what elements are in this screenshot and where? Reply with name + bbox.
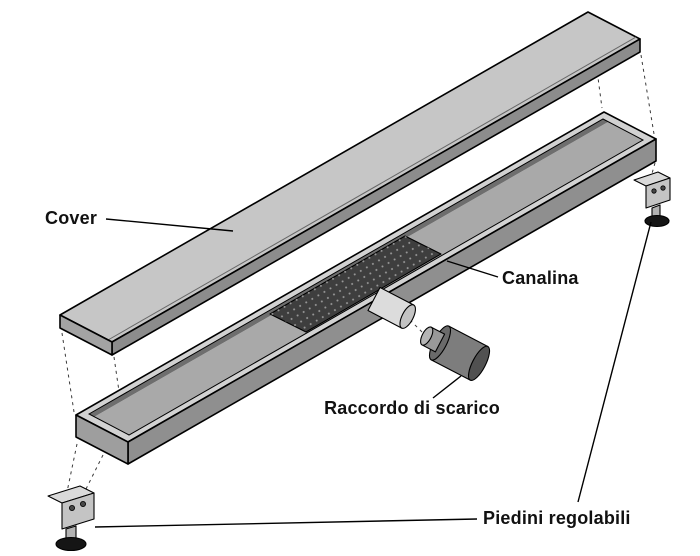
- channel-outlet-stub: [367, 286, 416, 329]
- right-foot-hole-1: [651, 188, 657, 194]
- drain-fitting-label: Raccordo di scarico: [324, 398, 500, 418]
- channel-leader-line: [446, 260, 499, 278]
- fitting-end-cap: [467, 345, 491, 381]
- right-foot-plate: [645, 177, 671, 209]
- channel-far-inner-wall: [89, 119, 608, 417]
- guide-cover-right-inner: [640, 54, 655, 135]
- left-foot-hole-1: [69, 504, 76, 511]
- channel-label: Canalina: [502, 268, 579, 288]
- guide-left-foot-b: [81, 454, 104, 498]
- cover-end-face: [59, 314, 113, 356]
- guide-right-foot: [650, 162, 656, 178]
- cover: [59, 11, 641, 356]
- cover-label: Cover: [45, 208, 97, 228]
- drain-fitting: [420, 325, 491, 381]
- leader-lines: [94, 218, 652, 528]
- guide-cover-left-outer: [61, 332, 75, 413]
- guide-left-foot-a: [66, 443, 78, 493]
- channel-end-wall: [75, 414, 129, 465]
- fitting-leader-line: [432, 375, 462, 399]
- left-foot-plate: [61, 492, 95, 530]
- adjustable-foot-left: [47, 485, 95, 552]
- channel-trough-outline: [87, 118, 645, 436]
- guide-drain-fitting: [409, 319, 425, 335]
- feet-label: Piedini regolabili: [483, 508, 631, 528]
- cover-bend-line: [107, 36, 637, 341]
- feet-leader-line-left: [94, 518, 478, 528]
- left-foot-pad: [55, 536, 87, 552]
- grate-perforations: [270, 236, 441, 332]
- adjustable-foot-right: [633, 171, 671, 228]
- channel-body: [75, 111, 657, 465]
- outlet-stub-cap: [399, 304, 416, 329]
- left-foot-hole-2: [80, 500, 87, 507]
- right-foot-pad: [644, 214, 670, 228]
- fitting-nose-cap: [420, 326, 434, 346]
- right-foot-hole-2: [660, 185, 666, 191]
- feet-leader-line-right: [577, 221, 652, 503]
- cover-leader-line: [105, 218, 234, 232]
- labels: Cover Canalina Raccordo di scarico Piedi…: [45, 208, 631, 528]
